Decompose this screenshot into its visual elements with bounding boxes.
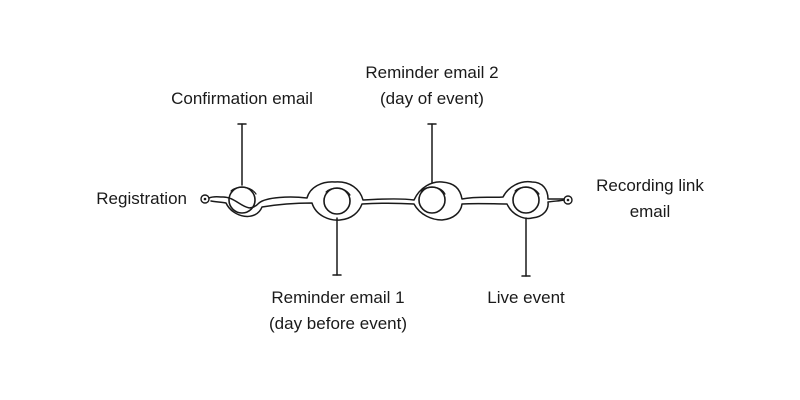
label-reminder-email-1: Reminder email 1 (day before event)	[236, 285, 440, 337]
label-reminder1-line1: Reminder email 1	[271, 288, 405, 307]
milestone-reminder1-node	[323, 187, 351, 276]
end-endpoint	[563, 195, 573, 205]
label-reminder-email-2: Reminder email 2 (day of event)	[330, 60, 534, 112]
label-confirmation-email: Confirmation email	[130, 86, 354, 112]
label-reminder1-line2: (day before event)	[269, 314, 407, 333]
label-registration-text: Registration	[96, 189, 187, 208]
milestone-live-event-node	[512, 186, 540, 277]
timeline-track	[208, 180, 565, 221]
start-endpoint	[200, 194, 210, 204]
label-recording-line2: email	[629, 202, 671, 221]
label-confirmation-text: Confirmation email	[171, 89, 313, 108]
milestone-confirmation-node	[228, 123, 257, 214]
label-recording-link-email: Recording link email	[560, 173, 740, 225]
label-registration: Registration	[60, 186, 187, 212]
label-recording-line1: Recording link	[596, 176, 704, 195]
label-live-event: Live event	[460, 285, 592, 311]
label-reminder2-line1: Reminder email 2	[365, 63, 499, 82]
label-reminder2-line2: (day of event)	[380, 89, 484, 108]
milestone-reminder2-node	[418, 123, 446, 214]
label-live-event-text: Live event	[487, 288, 565, 307]
